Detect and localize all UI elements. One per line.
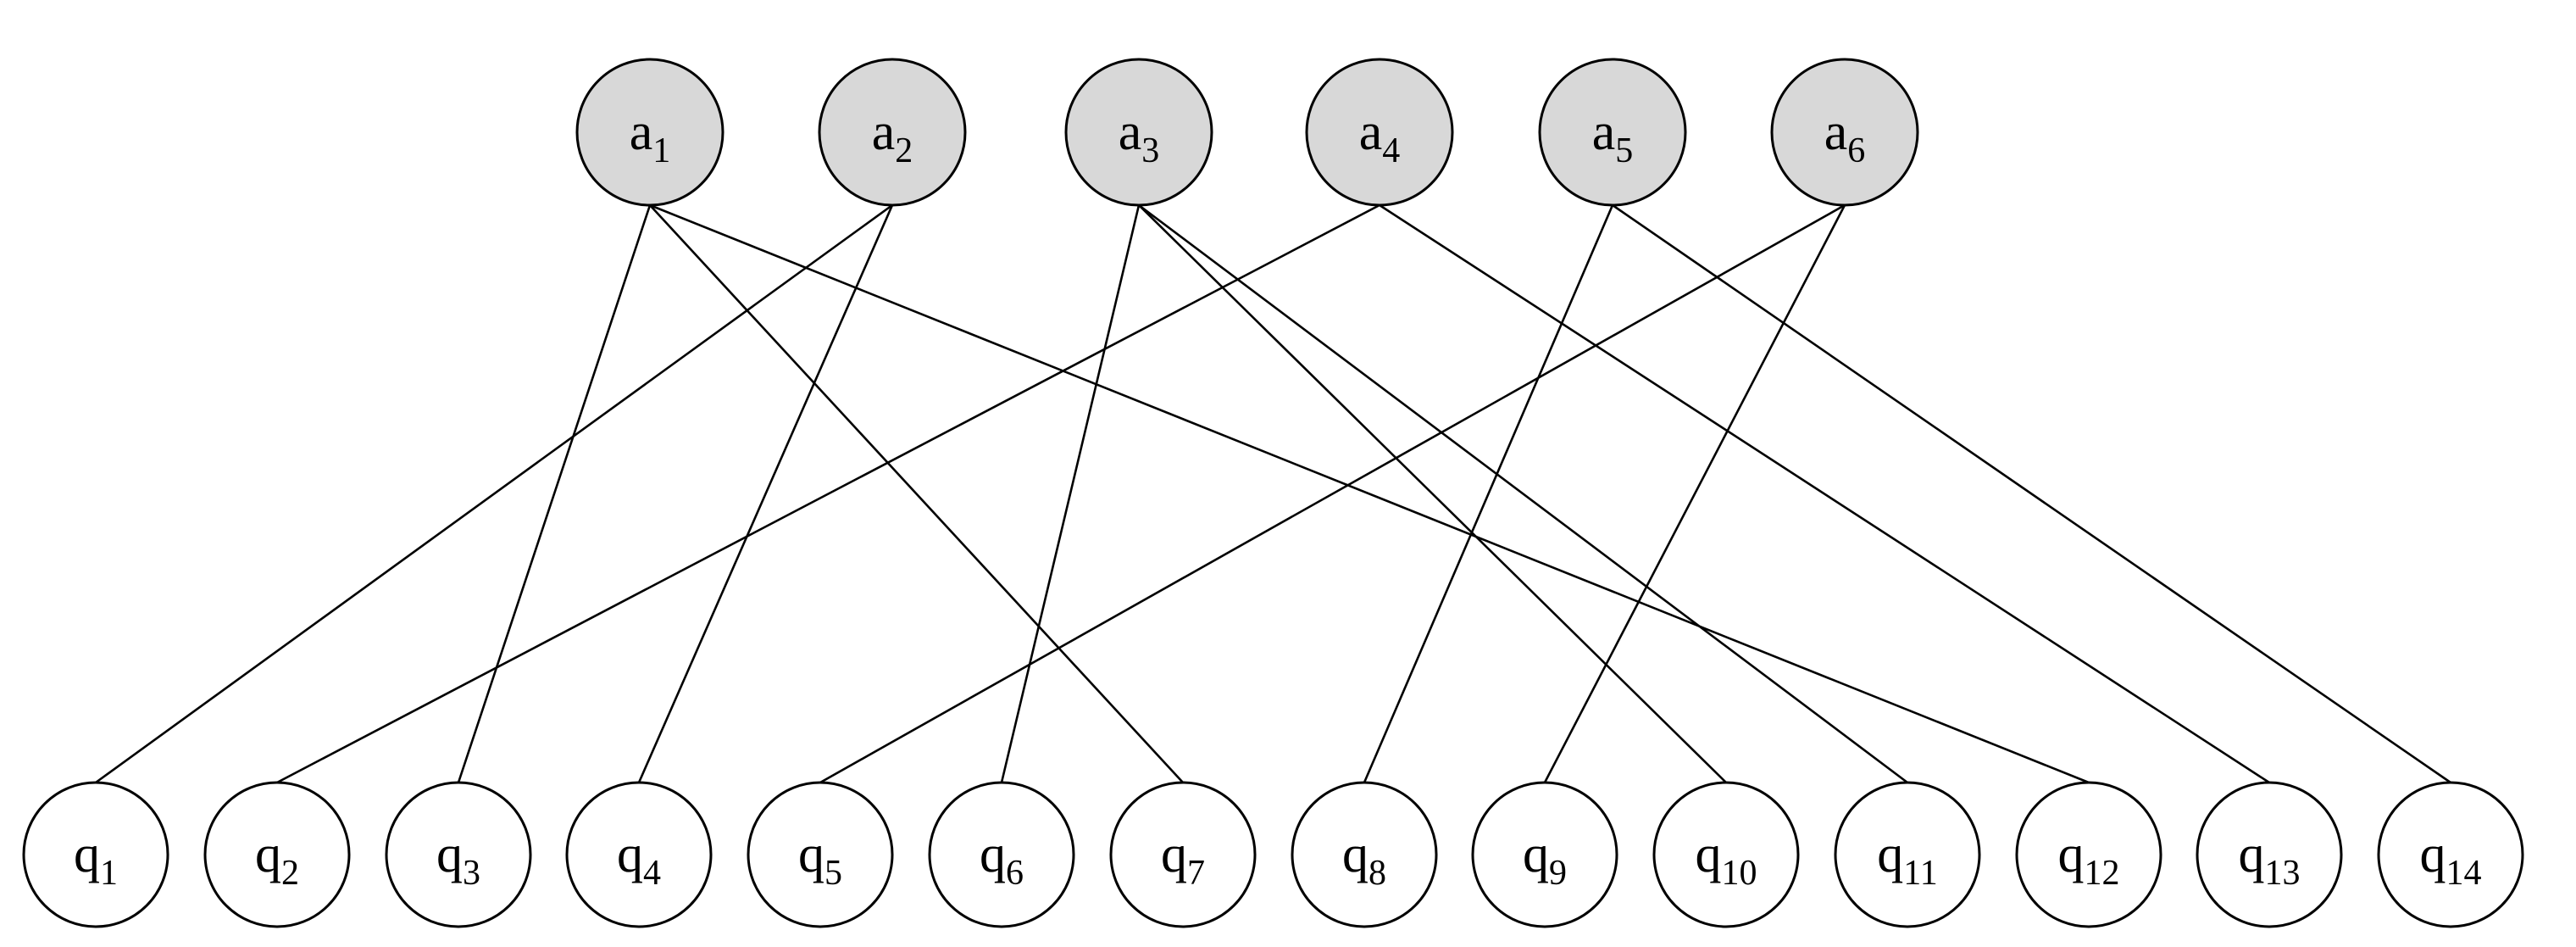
node-a5-circle (1538, 58, 1687, 207)
node-q3-circle (385, 781, 532, 928)
node-a1-circle (575, 58, 724, 207)
edge-a2-q1 (95, 203, 893, 784)
edge-a6-q5 (819, 203, 1846, 784)
edge-a1-q3 (457, 204, 652, 783)
node-q6-label: q6 (980, 826, 1024, 893)
node-a5-label: a5 (1592, 103, 1634, 170)
edge-a4-q13 (1379, 203, 2270, 784)
node-q2-circle (203, 781, 351, 928)
node-a6-circle (1770, 58, 1919, 207)
node-a3-circle (1064, 58, 1213, 207)
edge-a5-q14 (1612, 203, 2451, 784)
node-q7-circle (1109, 781, 1257, 928)
node-q2-label: q2 (255, 826, 299, 893)
node-q10-circle (1652, 781, 1800, 928)
node-q11-circle (1834, 781, 1981, 928)
node-q12-circle (2015, 781, 2162, 928)
node-q7-label: q7 (1161, 826, 1205, 893)
node-q14-circle (2377, 781, 2524, 928)
edge-a4-q2 (276, 203, 1380, 784)
edge-a2-q4 (637, 204, 894, 783)
edge-a1-q7 (649, 204, 1184, 783)
node-q4-circle (565, 781, 713, 928)
node-q8-circle (1291, 781, 1438, 928)
node-q6-circle (928, 781, 1075, 928)
node-q9-circle (1471, 781, 1618, 928)
node-a4-label: a4 (1359, 103, 1401, 170)
node-q1-circle (22, 781, 169, 928)
node-q13-circle (2196, 781, 2343, 928)
edge-a1-q12 (649, 203, 2090, 784)
edge-a3-q11 (1138, 203, 1908, 784)
edge-a5-q8 (1363, 204, 1614, 783)
node-q5-circle (747, 781, 894, 928)
edge-a6-q9 (1543, 204, 1846, 783)
edge-a3-q10 (1138, 204, 1727, 783)
node-a2-circle (818, 58, 967, 207)
node-a4-circle (1305, 58, 1454, 207)
edge-a3-q6 (1000, 204, 1141, 783)
